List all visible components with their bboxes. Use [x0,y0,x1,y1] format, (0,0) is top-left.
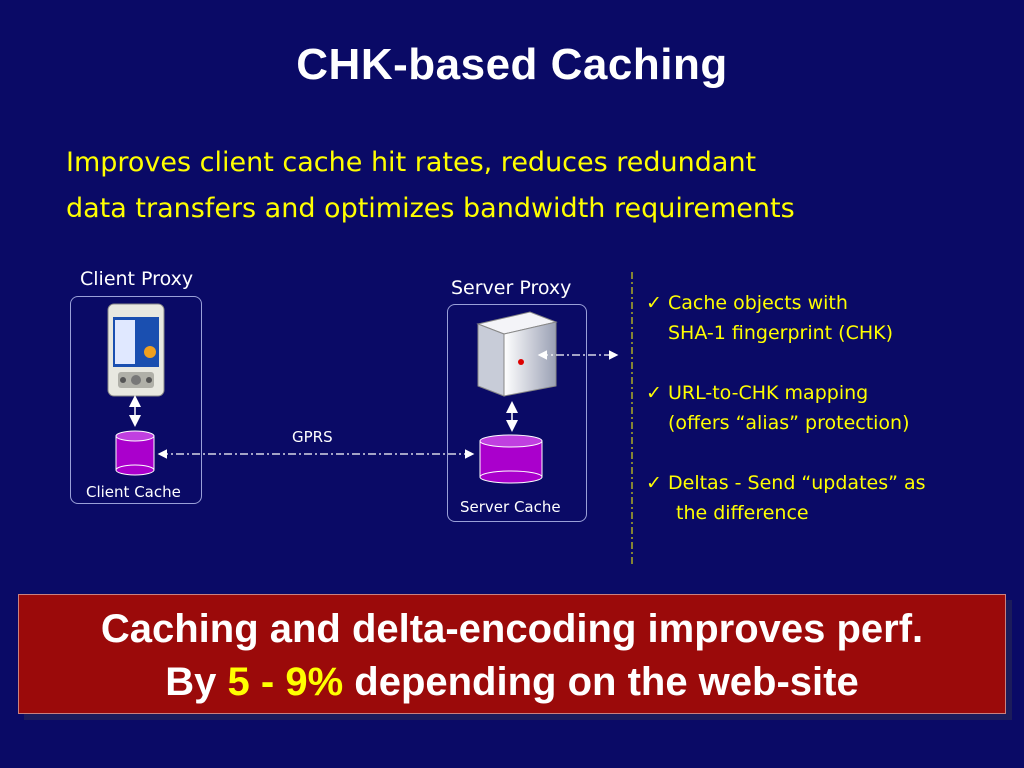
feature-list: ✓ Cache objects with SHA-1 fingerprint (C… [646,288,1016,558]
subtitle-line-2: data transfers and optimizes bandwidth r… [66,193,795,224]
banner-prefix: By [165,660,217,704]
list-item: ✓ URL-to-CHK mapping (offers “alias” prot… [646,378,1016,438]
server-proxy-label: Server Proxy [451,277,572,299]
list-item-line: (offers “alias” protection) [668,412,910,434]
list-item-line: SHA-1 fingerprint (CHK) [668,322,894,344]
banner-value: 5 - 9% [227,660,344,704]
list-item-line: URL-to-CHK mapping [668,382,869,404]
server-cache-icon [479,434,543,484]
client-cache-icon [115,430,155,476]
client-cache-label: Client Cache [86,483,181,501]
check-icon: ✓ [646,472,662,494]
banner-line-1: Caching and delta-encoding improves perf… [100,607,924,651]
banner-suffix: depending on the web-site [354,660,859,704]
list-item-line: Deltas - Send “updates” as [668,472,926,494]
subtitle-line-1: Improves client cache hit rates, reduces… [66,147,757,178]
server-cache-label: Server Cache [460,498,561,516]
client-proxy-label: Client Proxy [80,268,194,290]
list-item: ✓ Deltas - Send “updates” as the differen… [646,468,1016,528]
gprs-label: GPRS [292,428,333,446]
list-item: ✓ Cache objects with SHA-1 fingerprint (C… [646,288,1016,348]
slide-title: CHK-based Caching [296,40,728,89]
conclusion-banner: Caching and delta-encoding improves perf… [18,594,1006,714]
server-proxy-box [447,304,587,522]
client-proxy-box [70,296,202,504]
subtitle: Improves client cache hit rates, reduces… [66,140,966,232]
list-item-line: Cache objects with [668,292,848,314]
server-tower-icon [476,311,558,397]
check-icon: ✓ [646,292,662,314]
check-icon: ✓ [646,382,662,404]
banner-line-2: By 5 - 9% depending on the web-site [165,660,858,704]
list-item-line: the difference [676,502,809,524]
pda-device-icon [107,303,165,397]
